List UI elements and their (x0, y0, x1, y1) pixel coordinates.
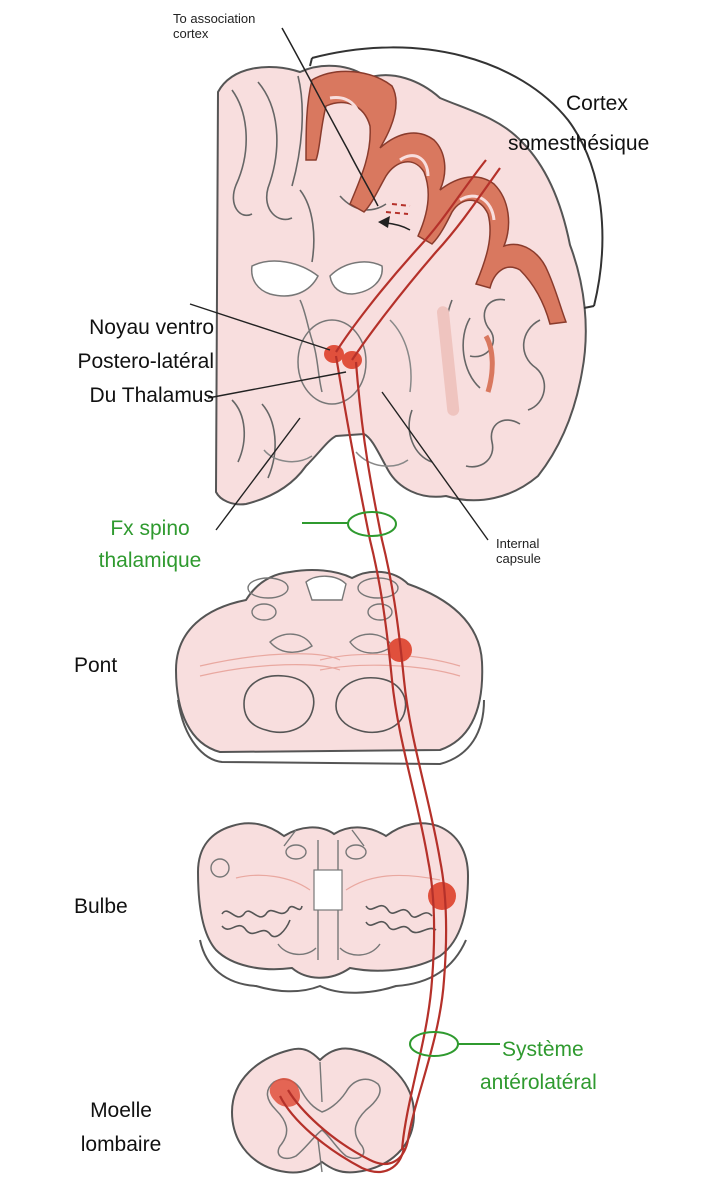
medulla-section (198, 823, 468, 993)
fx-spino-thalamique-label: Fx spino thalamique (70, 513, 230, 576)
cortex-somesthesique-label: somesthésique (508, 132, 649, 157)
bulbe-label: Bulbe (74, 895, 128, 920)
cortex-label: Cortex (566, 92, 628, 117)
spinal-cord-section (232, 1048, 414, 1172)
systeme-anterolateral-label: Système antérolatéral (480, 1034, 597, 1099)
pont-label: Pont (74, 654, 117, 679)
internal-capsule-label: Internal capsule (496, 536, 541, 567)
pons-section (176, 570, 484, 764)
moelle-lombaire-label: Moelle lombaire (66, 1094, 176, 1161)
association-cortex-label: To association cortex (173, 11, 255, 42)
thalamus-label: Noyau ventro Postero-latéral Du Thalamus (24, 311, 214, 413)
